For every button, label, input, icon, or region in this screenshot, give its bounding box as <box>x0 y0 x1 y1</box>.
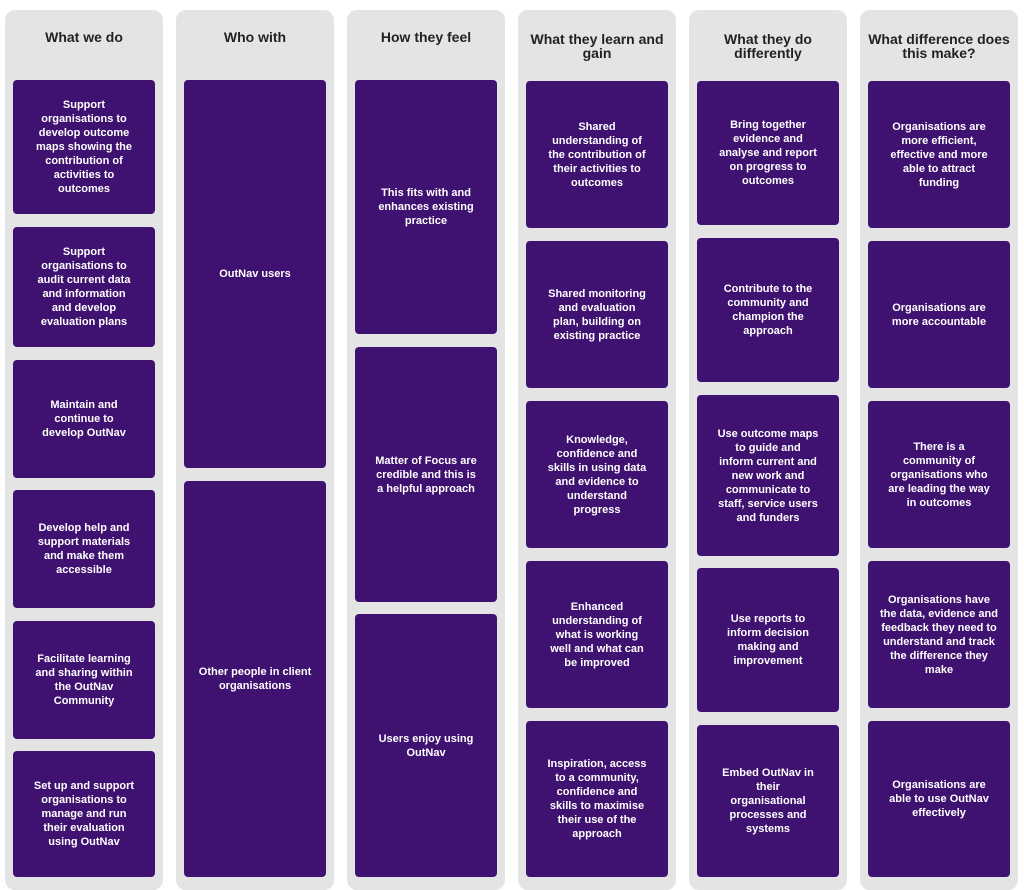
column-what-we-do: What we do Support organisations to deve… <box>5 10 163 890</box>
card: Organisations are able to use OutNav eff… <box>868 721 1010 877</box>
card: Users enjoy using OutNav <box>355 614 497 877</box>
column-title: What difference does this make? <box>868 31 1010 61</box>
column-title: How they feel <box>380 29 472 45</box>
card: Contribute to the community and champion… <box>697 238 839 382</box>
column-what-difference: What difference does this make? Organisa… <box>860 10 1018 890</box>
card: Other people in client organisations <box>184 481 326 877</box>
card: Support organisations to audit current d… <box>13 227 155 347</box>
column-title: Who with <box>223 29 287 45</box>
column-title: What they do differently <box>724 31 812 61</box>
card: Organisations have the data, evidence an… <box>868 561 1010 708</box>
column-what-they-learn: What they learn and gain Shared understa… <box>518 10 676 890</box>
column-how-they-feel: How they feel This fits with and enhance… <box>347 10 505 890</box>
card: Support organisations to develop outcome… <box>13 80 155 214</box>
card: Maintain and continue to develop OutNav <box>13 360 155 478</box>
card: Shared understanding of the contribution… <box>526 81 668 228</box>
column-title: What we do <box>45 29 123 45</box>
column-what-they-do-differently: What they do differently Bring together … <box>689 10 847 890</box>
column-who-with: Who with OutNav users Other people in cl… <box>176 10 334 890</box>
card: Facilitate learning and sharing within t… <box>13 621 155 739</box>
card: There is a community of organisations wh… <box>868 401 1010 548</box>
card: Use outcome maps to guide and inform cur… <box>697 395 839 556</box>
card: Organisations are more accountable <box>868 241 1010 388</box>
card: Shared monitoring and evaluation plan, b… <box>526 241 668 388</box>
card: Matter of Focus are credible and this is… <box>355 347 497 602</box>
card: Enhanced understanding of what is workin… <box>526 561 668 708</box>
card: Use reports to inform decision making an… <box>697 568 839 712</box>
card: This fits with and enhances existing pra… <box>355 80 497 334</box>
card: Embed OutNav in their organisational pro… <box>697 725 839 877</box>
card: Organisations are more efficient, effect… <box>868 81 1010 228</box>
card: Inspiration, access to a community, conf… <box>526 721 668 877</box>
column-title: What they learn and gain <box>530 31 664 61</box>
card: Develop help and support materials and m… <box>13 490 155 608</box>
card: OutNav users <box>184 80 326 468</box>
card: Set up and support organisations to mana… <box>13 751 155 877</box>
card: Bring together evidence and analyse and … <box>697 81 839 225</box>
card: Knowledge, confidence and skills in usin… <box>526 401 668 548</box>
